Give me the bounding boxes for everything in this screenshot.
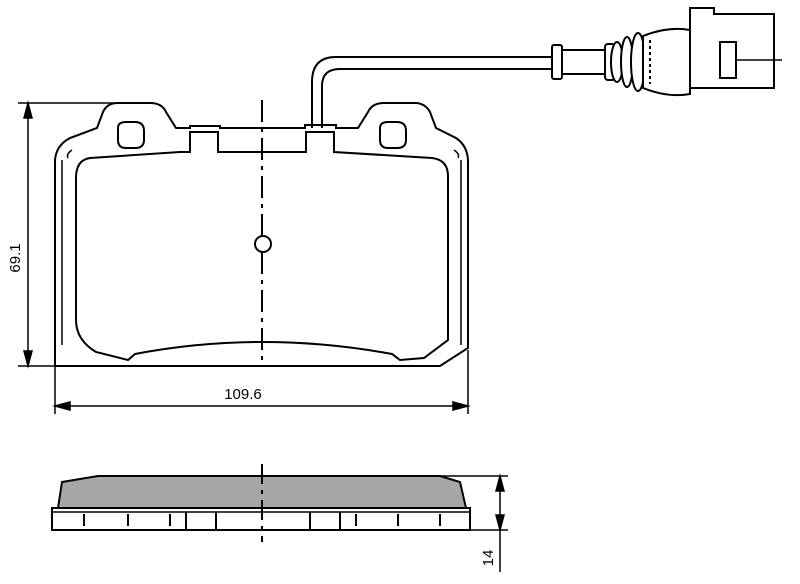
wire-outer (311, 56, 556, 128)
center-line (254, 100, 272, 360)
thickness-dimension (440, 473, 508, 572)
friction-pad-outline (61, 131, 462, 362)
height-dimension (18, 100, 130, 369)
sensor-sleeve (551, 43, 616, 81)
mounting-holes (117, 121, 407, 149)
width-dimension (52, 350, 471, 414)
wear-sensor-wire (311, 56, 556, 128)
wire-inner (321, 68, 556, 128)
width-dimension-label: 109.6 (224, 386, 262, 403)
thickness-dimension-label: 14 (480, 550, 497, 567)
backing-plate-outline (54, 102, 469, 367)
height-dimension-label: 69.1 (7, 243, 24, 272)
side-view-pad (51, 464, 471, 542)
side-backing-slots (83, 512, 441, 530)
sensor-connector (689, 7, 782, 89)
sensor-boot (610, 27, 691, 97)
left-ear-hole (117, 121, 145, 149)
right-ear-hole (379, 121, 407, 149)
center-mark (254, 235, 272, 253)
